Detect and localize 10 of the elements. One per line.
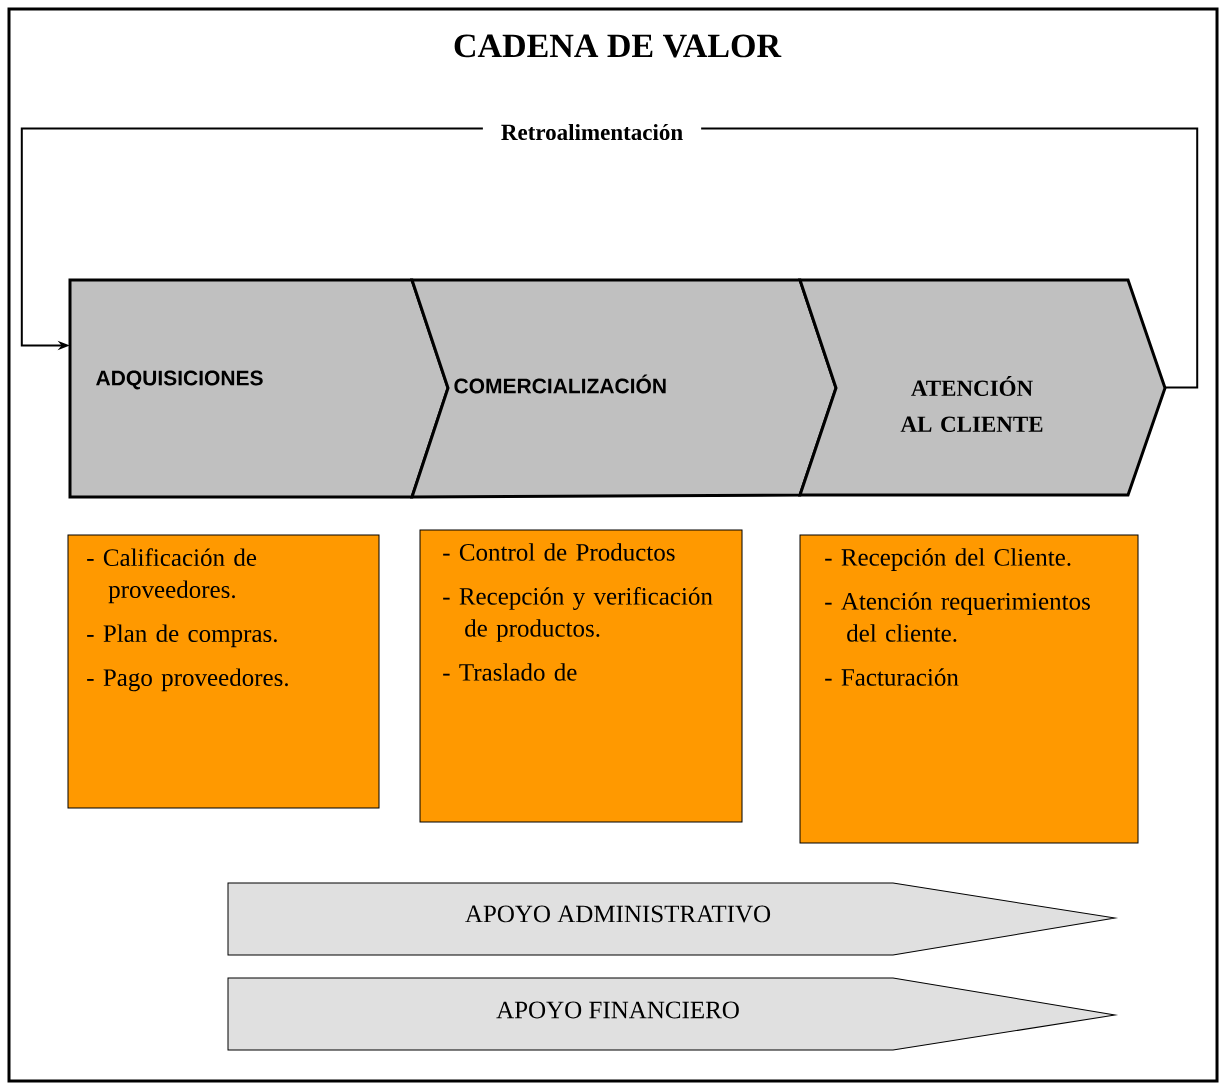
activity-box: - Recepción del Cliente. - Atención requerimientos del cliente. - Facturación [799, 534, 1139, 844]
activity-box: - Control de Productos - Recepción y verificación de productos. - Traslado de [419, 529, 743, 823]
process-stage: ATENCIÓN AL CLIENTE [797, 278, 1167, 497]
support-band: APOYO FINANCIERO [227, 977, 1116, 1051]
process-stage: COMERCIALIZACIÓN [409, 278, 838, 499]
activity-box: - Calificación de proveedores. - Plan de compras. - Pago proveedores. [67, 534, 380, 809]
edge-label: Retroalimentación [501, 123, 683, 141]
process-stage: ADQUISICIONES [68, 278, 450, 499]
title: CADENA DE VALOR [454, 34, 782, 58]
support-band: APOYO ADMINISTRATIVO [227, 882, 1116, 956]
